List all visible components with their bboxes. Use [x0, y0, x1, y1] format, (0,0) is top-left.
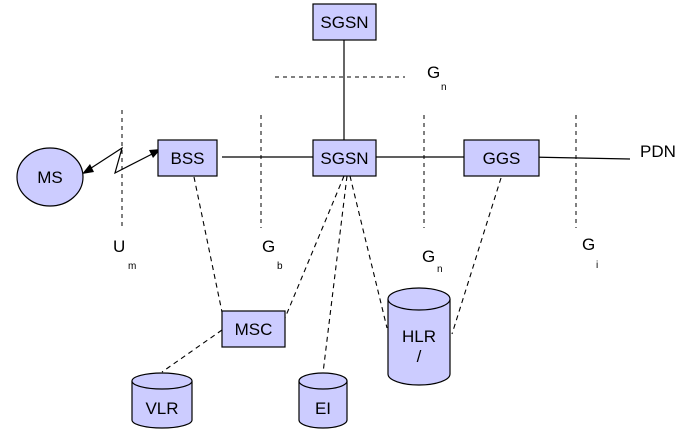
link-bss-to-msc: [193, 176, 223, 313]
node-label-line2: /: [417, 347, 422, 366]
node-box: [157, 139, 218, 177]
node-label: VLR: [145, 399, 178, 418]
node-hlr-database: HLR /: [387, 287, 451, 386]
solid-links: [222, 40, 631, 160]
cylinder-top: [131, 372, 193, 390]
node-box: [312, 139, 377, 177]
interface-label-gn-top: G n: [427, 63, 447, 93]
node-label: MSC: [235, 320, 273, 339]
node-box: [312, 3, 377, 41]
interface-label-gi: G i: [582, 235, 598, 271]
node-ggs: GGS: [463, 139, 540, 177]
cylinder-body: [387, 299, 451, 386]
cylinder-top: [298, 372, 348, 390]
interface-sub: n: [437, 264, 443, 275]
interface-label-um: U m: [113, 237, 136, 272]
node-ellipse: [16, 147, 84, 207]
cylinder-top: [387, 287, 451, 311]
interface-main: G: [582, 235, 595, 254]
link-sgsn-to-hlr: [349, 175, 388, 329]
cylinder-body: [298, 381, 348, 429]
radio-zigzag: [84, 146, 159, 175]
link-ggs-to-pdn: [527, 156, 631, 160]
interface-sub: m: [128, 261, 136, 272]
node-label: EI: [315, 399, 331, 418]
interface-main: G: [422, 247, 435, 266]
node-label: BSS: [170, 149, 204, 168]
node-label: SGSN: [320, 13, 368, 32]
node-box: [463, 139, 540, 177]
interface-label-gb: G b: [262, 237, 283, 272]
interface-sub: b: [277, 261, 283, 272]
signalling-links: [161, 175, 502, 374]
interface-main: U: [113, 237, 125, 256]
node-bss: BSS: [157, 139, 218, 177]
interface-sub: i: [596, 260, 598, 271]
node-label: SGSN: [320, 149, 368, 168]
interface-boundaries: [121, 76, 577, 228]
node-ei-database: EI: [298, 372, 348, 429]
interface-main: G: [262, 237, 275, 256]
interface-label-gn: G n: [422, 247, 443, 275]
interface-main: G: [427, 63, 440, 82]
node-box: [221, 310, 286, 348]
node-sgsn-top: SGSN: [312, 3, 377, 41]
node-sgsn: SGSN: [312, 139, 377, 177]
node-label: MS: [37, 168, 63, 187]
node-label: GGS: [483, 149, 521, 168]
node-pdn-label: PDN: [640, 142, 676, 161]
cylinder-body: [131, 381, 193, 429]
link-msc-to-vlr: [161, 329, 223, 373]
node-label-line1: HLR: [402, 327, 436, 346]
radio-arrowhead-ms: [82, 164, 94, 174]
interface-sub: n: [441, 82, 447, 93]
link-sgsn-to-msc: [284, 175, 345, 319]
link-sgsn-to-ei: [322, 175, 348, 374]
link-ggs-to-hlr: [451, 177, 502, 335]
node-vlr-database: VLR: [131, 372, 193, 429]
node-msc: MSC: [221, 310, 286, 348]
node-ms: MS: [16, 147, 84, 207]
